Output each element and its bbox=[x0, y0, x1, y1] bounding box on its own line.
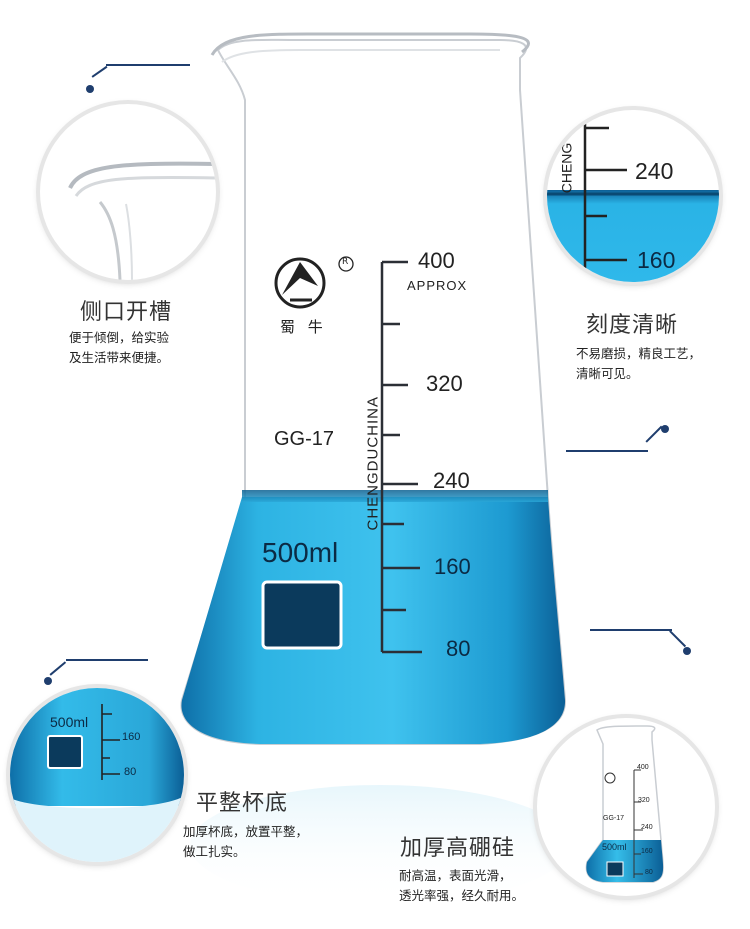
connector-line-glass-h bbox=[590, 629, 672, 631]
zoom-scale-160: 160 bbox=[637, 247, 676, 273]
capacity-label: 500ml bbox=[262, 537, 339, 568]
feature-spout-desc: 便于倾倒，给实验 及生活带来便捷。 bbox=[69, 330, 170, 365]
feature-glass-title: 加厚高硼硅 bbox=[400, 836, 516, 861]
connector-dot-scale bbox=[661, 425, 669, 433]
beaker-rim bbox=[210, 32, 530, 56]
zoom-full-240: 240 bbox=[641, 824, 653, 831]
bottom-closeup-icon bbox=[10, 688, 184, 862]
scale-label-160: 160 bbox=[434, 554, 471, 579]
scale-label-400: 400 bbox=[418, 248, 455, 273]
connector-dot-bottom bbox=[44, 677, 52, 685]
scale-label-320: 320 bbox=[426, 371, 463, 396]
beaker-mini-icon bbox=[585, 725, 664, 883]
zoom-full-320: 320 bbox=[638, 797, 650, 804]
scale-label-240: 240 bbox=[433, 468, 470, 493]
model-number: GG-17 bbox=[274, 428, 335, 450]
scale-closeup-icon bbox=[547, 110, 719, 282]
zoom-full-80: 80 bbox=[645, 869, 653, 876]
zoom-scale: CHENG 240 160 bbox=[547, 110, 719, 282]
feature-bottom-desc: 加厚杯底，放置平整， 做工扎实。 bbox=[183, 824, 309, 859]
zoom-full-400: 400 bbox=[637, 764, 649, 771]
zoom-full-capacity: 500ml bbox=[602, 842, 627, 852]
zoom-bottom-80: 80 bbox=[124, 766, 137, 778]
beaker-label-box bbox=[261, 580, 343, 650]
brand-logo-icon bbox=[274, 257, 326, 309]
connector-line-bottom-h bbox=[66, 659, 148, 661]
connector-line-spout-h bbox=[106, 64, 190, 66]
spout-closeup-icon bbox=[68, 161, 216, 280]
feature-scale-title: 刻度清晰 bbox=[586, 313, 679, 338]
zoom-scale-240: 240 bbox=[635, 158, 674, 184]
zoom-full: 400 320 240 160 80 GG-17 500ml bbox=[537, 718, 715, 896]
zoom-bottom: 500ml 160 80 bbox=[10, 688, 184, 862]
feature-scale-desc: 不易磨损，精良工艺， 清晰可见。 bbox=[576, 346, 702, 381]
vertical-text: CHENGDUCHINA bbox=[364, 395, 382, 531]
scale-label-80: 80 bbox=[446, 636, 471, 661]
zoom-full-160: 160 bbox=[641, 848, 653, 855]
brand-name: 蜀 牛 bbox=[280, 318, 327, 336]
zoom-bottom-160: 160 bbox=[122, 731, 141, 743]
beaker-scale bbox=[380, 260, 422, 654]
feature-glass-desc: 耐高温，表面光滑， 透光率强，经久耐用。 bbox=[399, 868, 525, 903]
connector-dot-spout bbox=[86, 85, 94, 93]
scale-approx: APPROX bbox=[407, 278, 468, 293]
connector-dot-glass bbox=[683, 647, 691, 655]
beaker-liquid bbox=[181, 497, 566, 744]
zoom-full-model: GG-17 bbox=[603, 815, 625, 822]
zoom-spout bbox=[40, 104, 216, 280]
zoom-scale-vertical: CHENG bbox=[558, 142, 575, 194]
zoom-bottom-capacity: 500ml bbox=[50, 714, 89, 730]
feature-bottom-title: 平整杯底 bbox=[196, 791, 289, 816]
registered-mark: R bbox=[342, 257, 349, 267]
connector-line-scale-h bbox=[566, 450, 648, 452]
feature-spout-title: 侧口开槽 bbox=[80, 300, 173, 325]
